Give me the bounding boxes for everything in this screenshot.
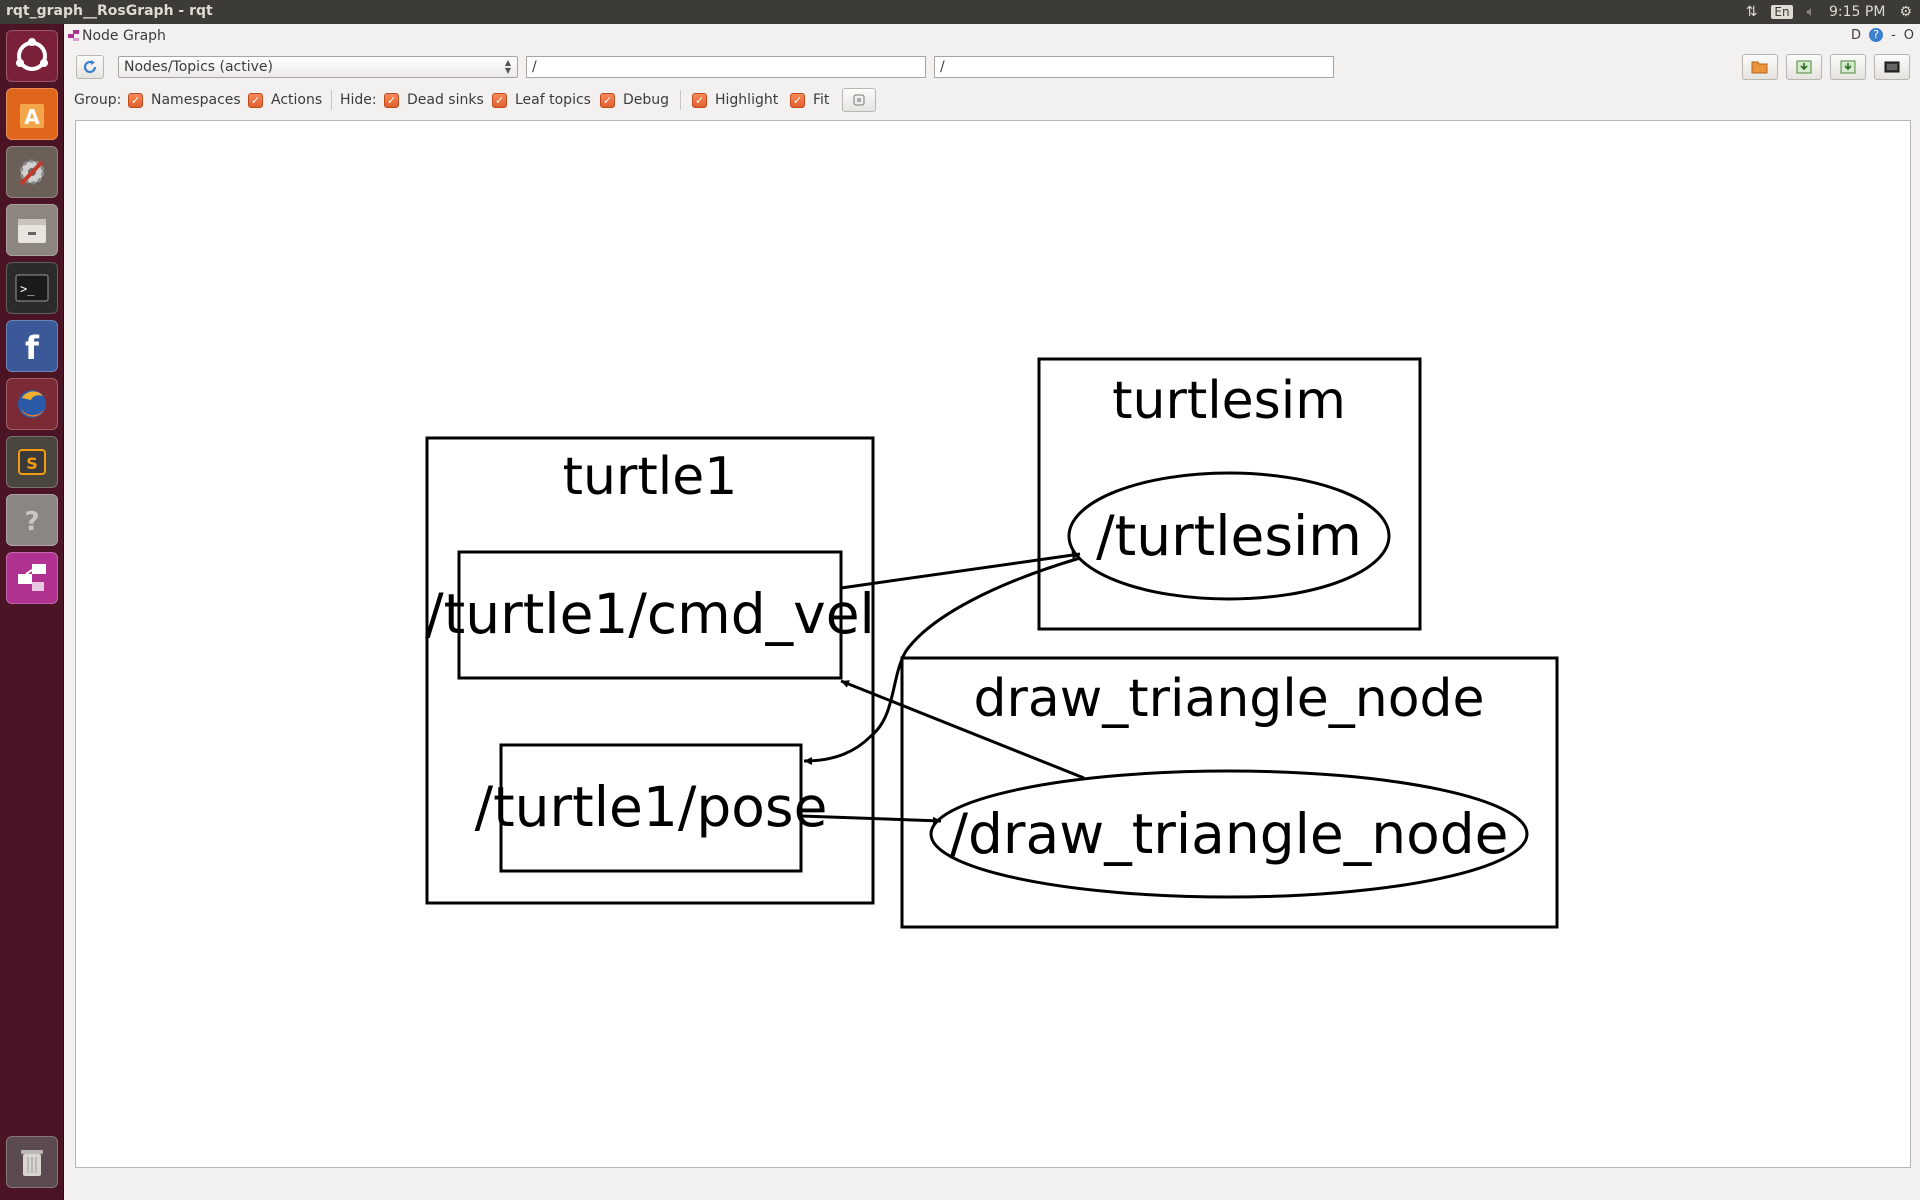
graph-canvas: turtle1 turtlesim draw_triangle_node /tu… — [425, 357, 1559, 929]
dead-sinks-checkbox[interactable]: ✓ Dead sinks — [384, 92, 484, 108]
topic-pose[interactable] — [499, 743, 803, 873]
namespaces-checkbox[interactable]: ✓ Namespaces — [128, 92, 241, 108]
graph-toolbar: Nodes/Topics (active) ▲▼ / / — [64, 54, 1920, 84]
separator — [331, 90, 332, 110]
refresh-graph-button[interactable] — [76, 55, 104, 79]
topic-label-pose: /turtle1/pose — [475, 775, 828, 839]
separator — [680, 90, 681, 110]
combo-arrows-icon: ▲▼ — [504, 58, 511, 75]
graph-type-value: Nodes/Topics (active) — [124, 59, 273, 75]
checkbox-checked-icon: ✓ — [600, 92, 615, 108]
actions-label: Actions — [271, 92, 323, 108]
volume-muted-icon[interactable]: 🔈︎ — [1806, 4, 1816, 20]
checkbox-checked-icon: ✓ — [692, 92, 707, 108]
dock-float-button[interactable]: O — [1903, 28, 1914, 43]
folder-open-icon — [1751, 61, 1768, 74]
facebook-icon[interactable]: f — [6, 320, 58, 372]
fit-label: Fit — [813, 92, 830, 108]
cluster-label-draw-triangle-node: draw_triangle_node — [973, 669, 1484, 729]
fit-checkbox[interactable]: ✓ Fit — [790, 92, 829, 108]
sublime-text-icon[interactable]: S — [6, 436, 58, 488]
dock-help-icon[interactable]: ? — [1869, 28, 1884, 42]
rqt-window: Node Graph D ? - O Nodes/Topics (active)… — [64, 24, 1920, 1200]
edge-cmd-vel-to-turtlesim — [840, 551, 1081, 590]
highlight-label: Highlight — [715, 92, 779, 108]
save-dot-icon — [1796, 60, 1812, 74]
node-draw-triangle-node[interactable] — [929, 769, 1529, 899]
checkbox-checked-icon: ✓ — [492, 92, 507, 108]
dock-controls: D ? - O — [1851, 28, 1914, 43]
debug-checkbox[interactable]: ✓ Debug — [600, 92, 669, 108]
cluster-turtlesim[interactable] — [1037, 357, 1422, 631]
checkbox-checked-icon: ✓ — [128, 92, 143, 108]
namespaces-label: Namespaces — [151, 92, 241, 108]
system-tray: ⇅ En 🔈︎ 9:15 PM ⚙ — [1746, 0, 1912, 24]
save-image-button[interactable] — [1874, 54, 1910, 80]
dock-title-bar: Node Graph D ? - O — [64, 24, 1920, 50]
topic-filter-input[interactable]: / — [934, 56, 1334, 78]
graph-options-bar: Group: ✓ Namespaces ✓ Actions Hide: ✓ Dead … — [64, 87, 1920, 113]
svg-text:A: A — [24, 105, 40, 129]
debug-label: Debug — [623, 92, 670, 108]
svg-text:>_: >_ — [20, 282, 35, 296]
topic-label-cmd-vel: /turtle1/cmd_vel — [425, 582, 875, 646]
save-svg-icon — [1840, 60, 1856, 74]
keyboard-layout-indicator[interactable]: En — [1771, 5, 1793, 19]
namespace-filter-input[interactable]: / — [526, 56, 926, 78]
edge-turtlesim-to-pose — [803, 556, 1081, 765]
firefox-icon[interactable] — [6, 378, 58, 430]
rqt-graph-icon[interactable] — [6, 552, 58, 604]
hide-label: Hide: — [340, 92, 377, 108]
load-dot-button[interactable] — [1742, 54, 1778, 80]
leaf-topics-label: Leaf topics — [515, 92, 591, 108]
window-title: rqt_graph__RosGraph - rqt — [6, 3, 213, 19]
dead-sinks-label: Dead sinks — [407, 92, 484, 108]
node-label-draw-triangle-node: /draw_triangle_node — [949, 802, 1508, 866]
graph-view[interactable]: turtle1 turtlesim draw_triangle_node /tu… — [75, 120, 1911, 1168]
fit-view-icon — [853, 94, 865, 106]
unity-launcher: A >_ f S ? — [0, 24, 64, 1200]
cluster-draw-triangle-node[interactable] — [900, 656, 1559, 929]
software-center-icon[interactable]: A — [6, 88, 58, 140]
edge-pose-to-draw-node — [800, 814, 942, 825]
fit-view-button[interactable] — [842, 88, 876, 112]
cluster-turtle1[interactable] — [425, 436, 875, 905]
node-turtlesim[interactable] — [1067, 471, 1391, 601]
checkbox-checked-icon: ✓ — [790, 92, 805, 108]
help-icon[interactable]: ? — [6, 494, 58, 546]
clock[interactable]: 9:15 PM — [1829, 4, 1886, 20]
session-gear-icon[interactable]: ⚙ — [1899, 4, 1912, 20]
node-graph-plugin-icon — [68, 30, 79, 41]
ubuntu-dash-icon[interactable] — [6, 30, 58, 82]
node-label-turtlesim: /turtlesim — [1096, 504, 1362, 568]
save-svg-button[interactable] — [1830, 54, 1866, 80]
edge-draw-node-to-cmd-vel — [840, 679, 1085, 780]
refresh-icon — [83, 60, 97, 74]
actions-checkbox[interactable]: ✓ Actions — [248, 92, 322, 108]
files-icon[interactable] — [6, 204, 58, 256]
svg-text:S: S — [26, 454, 38, 473]
dock-minimize-button[interactable]: - — [1891, 28, 1896, 43]
image-icon — [1884, 61, 1900, 73]
svg-text:?: ? — [24, 507, 39, 537]
terminal-icon[interactable]: >_ — [6, 262, 58, 314]
trash-icon[interactable] — [6, 1136, 58, 1188]
group-label: Group: — [74, 92, 122, 108]
cluster-label-turtlesim: turtlesim — [1112, 371, 1346, 431]
highlight-checkbox[interactable]: ✓ Highlight — [692, 92, 778, 108]
save-dot-button[interactable] — [1786, 54, 1822, 80]
network-icon[interactable]: ⇅ — [1745, 4, 1758, 20]
dock-title: Node Graph — [82, 28, 166, 44]
svg-text:f: f — [25, 329, 40, 366]
system-settings-icon[interactable] — [6, 146, 58, 198]
graph-type-combo[interactable]: Nodes/Topics (active) ▲▼ — [118, 56, 518, 78]
dock-reconfigure-button[interactable]: D — [1851, 28, 1862, 43]
system-top-bar: rqt_graph__RosGraph - rqt ⇅ En 🔈︎ 9:15 P… — [0, 0, 1920, 24]
checkbox-checked-icon: ✓ — [248, 92, 263, 108]
topic-cmd-vel[interactable] — [457, 550, 843, 680]
cluster-label-turtle1: turtle1 — [563, 447, 738, 507]
checkbox-checked-icon: ✓ — [384, 92, 399, 108]
leaf-topics-checkbox[interactable]: ✓ Leaf topics — [492, 92, 591, 108]
